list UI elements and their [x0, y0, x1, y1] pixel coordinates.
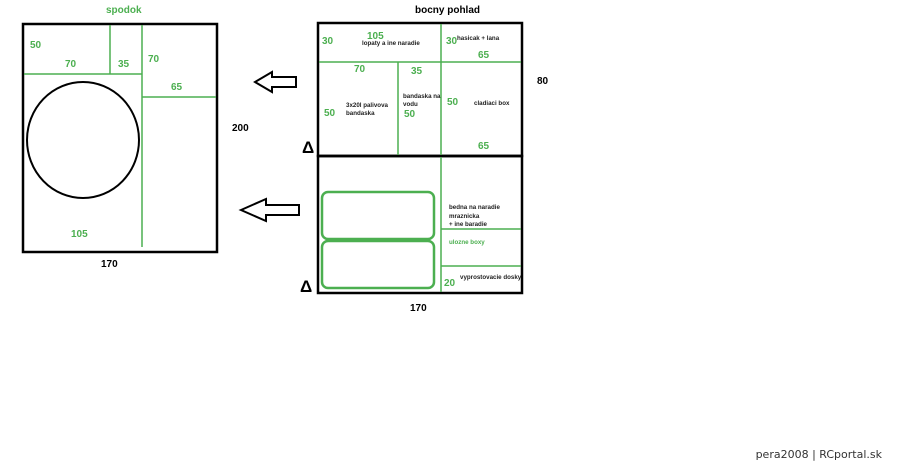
- compartment-label: 3x20l palivova: [346, 102, 389, 109]
- compartment-label: vyprostovacie dosky: [460, 274, 522, 281]
- left-view-title: spodok: [106, 5, 142, 16]
- storage-box: [320, 239, 436, 290]
- left-outline: [21, 22, 219, 254]
- dim-label: 50: [447, 97, 459, 108]
- dim-label: 50: [404, 109, 416, 120]
- dim-label: 35: [411, 66, 423, 77]
- storage-box: [320, 190, 436, 241]
- dim-label: 50: [324, 108, 336, 119]
- credit-watermark: pera2008 | RCportal.sk: [755, 448, 882, 461]
- compartment-label: lopaty a ine naradie: [362, 40, 420, 47]
- dim-label: 30: [446, 36, 458, 47]
- arrow-left-icon: [253, 70, 297, 94]
- dim-label: 50: [30, 40, 42, 51]
- triangle-marker-icon: Δ: [300, 277, 312, 296]
- arrow-left-icon: [238, 197, 300, 223]
- dim-label: 35: [118, 59, 130, 70]
- triangle-marker-icon: Δ: [302, 138, 314, 157]
- dim-label-width: 170: [101, 259, 118, 270]
- compartment-label: bedna na naradie: [449, 204, 500, 211]
- dim-label: 30: [322, 36, 334, 47]
- left-view: spodok 50 70 35 70 65 105 200 170: [21, 5, 249, 270]
- dim-label: 65: [171, 82, 183, 93]
- dim-label: 65: [478, 50, 490, 61]
- right-lower-outline: [316, 154, 524, 295]
- right-view-title: bocny pohlad: [415, 5, 480, 16]
- right-view: bocny pohlad 30 105 30 65 70 35 80 50 50…: [300, 5, 549, 314]
- dim-label-width: 170: [410, 303, 427, 314]
- dim-label: 105: [71, 229, 88, 240]
- dim-label-height: 80: [537, 76, 549, 87]
- dim-label: 70: [354, 64, 366, 75]
- dim-label: 20: [444, 278, 456, 289]
- dim-label: 70: [65, 59, 77, 70]
- compartment-label: vodu: [403, 101, 418, 108]
- wheel-circle: [26, 81, 140, 199]
- compartment-label: hasicak + lana: [457, 35, 500, 42]
- compartment-label: bandaska na: [403, 93, 441, 100]
- dim-label: 65: [478, 141, 490, 152]
- dim-label: 70: [148, 54, 160, 65]
- right-upper-outline: [316, 21, 524, 158]
- dim-label-height: 200: [232, 123, 249, 134]
- compartment-label: mraznicka: [449, 213, 480, 220]
- compartment-label: + ine baradie: [449, 221, 488, 228]
- dim-label: 105: [367, 31, 384, 42]
- compartment-label: ulozne boxy: [449, 239, 485, 246]
- compartment-label: cladiaci box: [474, 100, 510, 107]
- compartment-label: bandaska: [346, 110, 375, 117]
